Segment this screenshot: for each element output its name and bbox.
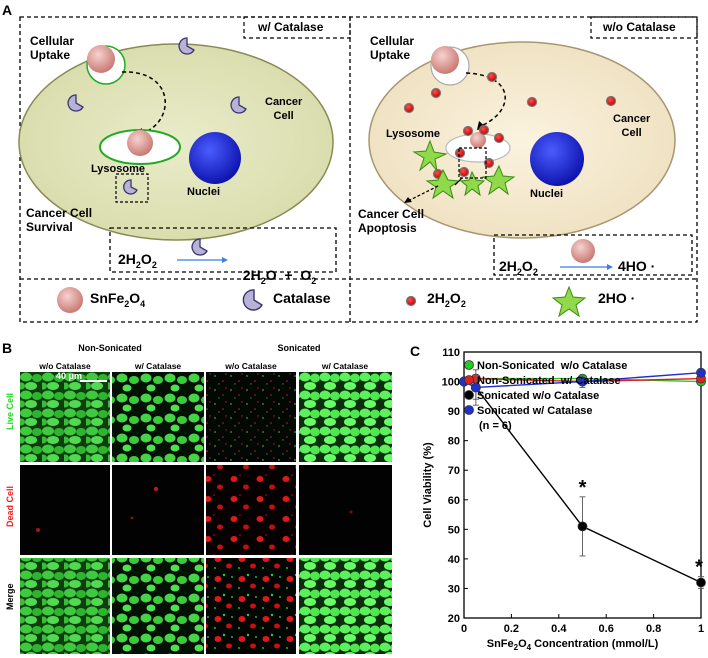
legend-marker-2 — [464, 390, 474, 400]
panel-label-c: C — [410, 343, 421, 359]
right-equation-rhs: 4HO · — [618, 258, 656, 274]
group-label-non-sonicated: Non-Sonicated — [78, 343, 142, 353]
data-point — [696, 367, 706, 378]
row-label-dead: Dead Cell — [5, 485, 15, 527]
significance-marker: * — [579, 477, 587, 499]
row-label-live: Live Cell — [5, 392, 15, 430]
x-tick-label: 0.6 — [599, 623, 614, 635]
y-tick-label: 110 — [442, 347, 460, 359]
legend-marker-0 — [464, 360, 474, 370]
plot-frame — [463, 351, 702, 619]
scale-bar-label: 40 μm — [56, 371, 83, 381]
legend-marker-1 — [464, 375, 474, 385]
y-tick-label: 60 — [448, 495, 460, 507]
significance-marker: * — [695, 557, 703, 579]
left-header: w/ Catalase — [258, 20, 324, 34]
legend-label-3: Sonicated w/ Catalase — [477, 405, 593, 417]
left-lysosome-label: Lysosome — [91, 163, 146, 175]
panel-label-b: B — [2, 340, 13, 356]
legend-catalase: Catalase — [273, 290, 331, 306]
x-tick-label: 0.2 — [504, 623, 519, 635]
col-label-2: w/ Catalase — [134, 361, 182, 371]
right-header: w/o Catalase — [603, 20, 676, 34]
y-tick-label: 30 — [448, 583, 460, 595]
microscopy-grid — [20, 372, 392, 654]
data-point — [470, 382, 481, 393]
legend-ho-radical: 2HO · — [598, 290, 636, 306]
y-tick-label: 70 — [448, 465, 460, 477]
data-point — [696, 577, 706, 588]
sample-size-annotation: (n = 6) — [479, 420, 512, 432]
col-label-3: w/o Catalase — [225, 361, 277, 371]
legend-label-1: Non-Sonicated w/ Catalase — [477, 375, 621, 387]
right-lysosome-label: Lysosome — [386, 128, 441, 140]
y-tick-label: 40 — [448, 554, 460, 566]
legend-label-0: Non-Sonicated w/o Catalase — [477, 360, 627, 372]
legend-marker-3 — [464, 405, 474, 415]
y-tick-label: 80 — [448, 436, 460, 448]
left-equation-lhs: 2H2O2 — [118, 251, 157, 270]
x-tick-label: 0.4 — [551, 623, 567, 635]
col-label-1: w/o Catalase — [39, 361, 91, 371]
right-equation-lhs: 2H2O2 — [499, 258, 538, 277]
x-axis-label: SnFe2O4 Concentration (mmol/L) — [487, 638, 659, 652]
x-tick-label: 0.8 — [646, 623, 661, 635]
x-tick-label: 0 — [461, 623, 467, 635]
y-tick-label: 20 — [448, 613, 460, 625]
y-tick-label: 90 — [448, 406, 460, 418]
schematic-diagram — [18, 16, 698, 323]
viability-chart: 20 30 40 50 60 70 80 90 100 110 0 0.2 0.4 0.6 0.8 1 Cell… — [422, 347, 706, 652]
x-tick-label: 1 — [698, 623, 704, 635]
y-tick-label: 50 — [448, 524, 460, 536]
group-label-sonicated: Sonicated — [277, 343, 321, 353]
y-axis-label: Cell Viability (%) — [422, 442, 434, 528]
y-tick-label: 100 — [442, 377, 460, 389]
legend-snfe2o4: SnFe2O4 — [90, 290, 146, 309]
right-nuclei-label: Nuclei — [530, 188, 564, 200]
col-label-4: w/ Catalase — [321, 361, 369, 371]
legend-label-2: Sonicated w/o Catalase — [477, 390, 599, 402]
data-point — [577, 521, 588, 532]
panel-label-a: A — [2, 2, 13, 18]
legend-h2o2: 2H2O2 — [427, 290, 466, 309]
left-nuclei-label: Nuclei — [187, 186, 221, 198]
row-label-merge: Merge — [5, 583, 15, 610]
left-equation-rhs: 2H2O + O2 — [242, 267, 317, 286]
data-point — [577, 376, 588, 387]
